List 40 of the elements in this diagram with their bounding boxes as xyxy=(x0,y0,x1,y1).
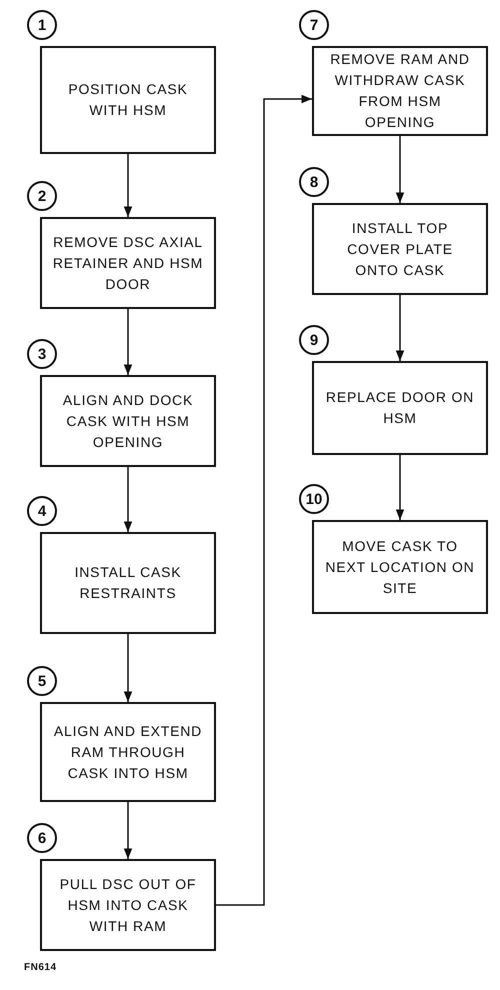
step-text: MOVE CASK TO NEXT LOCATION ON SITE xyxy=(324,536,476,598)
arrow xyxy=(124,309,132,375)
figure-code: FN614 xyxy=(24,962,57,973)
arrow xyxy=(124,467,132,532)
process-box xyxy=(40,375,216,467)
arrow xyxy=(396,295,404,361)
step-number-circle: 4 xyxy=(27,496,57,526)
step-number-circle: 5 xyxy=(27,666,57,696)
process-box xyxy=(312,203,488,295)
step-number-circle: 3 xyxy=(27,339,57,369)
step-number-circle: 2 xyxy=(27,181,57,211)
step-number-circle: 1 xyxy=(27,10,57,40)
step-number-circle: 6 xyxy=(27,823,57,853)
step-text: INSTALL CASK RESTRAINTS xyxy=(74,563,182,603)
arrow xyxy=(396,136,404,203)
process-box xyxy=(40,702,216,802)
step-text: POSITION CASK WITH HSM xyxy=(67,80,189,120)
process-box xyxy=(40,217,216,309)
arrow xyxy=(124,154,132,217)
process-box xyxy=(312,520,488,614)
step-number-circle: 8 xyxy=(299,167,329,197)
arrow xyxy=(124,634,132,702)
arrow xyxy=(124,802,132,859)
step-text: ALIGN AND EXTEND RAM THROUGH CASK INTO HSM xyxy=(52,722,204,782)
step-text: REMOVE RAM AND WITHDRAW CASK FROM HSM OPENING xyxy=(329,50,471,132)
step-text: PULL DSC OUT OF HSM INTO CASK WITH RAM xyxy=(58,874,198,936)
step-number-circle: 9 xyxy=(299,325,329,355)
step-number-circle: 7 xyxy=(299,10,329,40)
arrow xyxy=(396,455,404,520)
process-box xyxy=(312,46,488,136)
step-text: ALIGN AND DOCK CASK WITH HSM OPENING xyxy=(62,390,194,452)
process-box xyxy=(40,859,216,951)
step-text: REPLACE DOOR ON HSM xyxy=(324,388,476,428)
process-box xyxy=(40,46,216,154)
arrow xyxy=(216,94,312,906)
process-box xyxy=(40,532,216,634)
process-box xyxy=(312,361,488,455)
step-text: INSTALL TOP COVER PLATE ONTO CASK xyxy=(346,218,454,280)
step-text: REMOVE DSC AXIAL RETAINER AND HSM DOOR xyxy=(52,232,204,294)
step-number-circle: 10 xyxy=(299,484,329,514)
